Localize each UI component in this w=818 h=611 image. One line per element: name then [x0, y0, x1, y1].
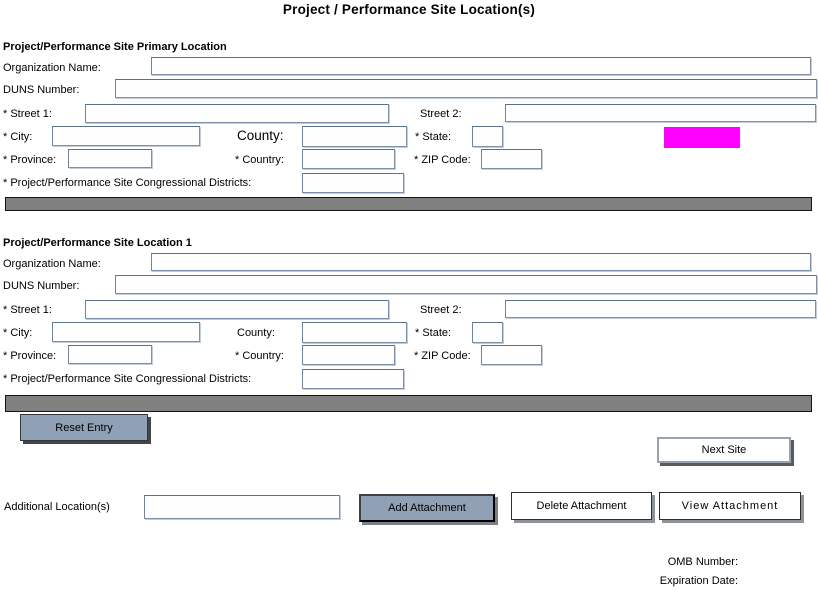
section-primary-location: Project/Performance Site Primary Locatio… — [0, 41, 818, 197]
site1-city-input[interactable] — [52, 322, 200, 342]
additional-locations-label: Additional Location(s) — [4, 501, 110, 513]
province-label: * Province: — [3, 350, 57, 362]
view-attachment-button[interactable]: View Attachment — [659, 492, 801, 520]
site1-duns-number-input[interactable] — [115, 275, 817, 294]
primary-county-input[interactable] — [302, 126, 407, 147]
site1-zip-code-input[interactable] — [481, 345, 542, 365]
primary-congressional-districts-input[interactable] — [302, 173, 404, 193]
site1-province-input[interactable] — [68, 345, 152, 364]
state-label: * State: — [415, 131, 452, 143]
primary-organization-name-input[interactable] — [151, 57, 811, 75]
next-site-button[interactable]: Next Site — [657, 437, 791, 463]
site1-congressional-districts-input[interactable] — [302, 369, 404, 389]
duns-number-label: DUNS Number: — [3, 84, 80, 96]
additional-locations-file-input[interactable] — [144, 495, 340, 519]
city-label: * City: — [3, 327, 33, 339]
primary-state-input[interactable] — [472, 126, 503, 147]
delete-attachment-button[interactable]: Delete Attachment — [511, 492, 652, 520]
country-label: * Country: — [235, 350, 284, 362]
country-label: * Country: — [235, 154, 284, 166]
site1-country-input[interactable] — [302, 345, 395, 365]
section-divider — [5, 395, 812, 412]
page-title: Project / Performance Site Location(s) — [282, 2, 536, 17]
primary-province-input[interactable] — [68, 149, 152, 168]
county-label: County: — [237, 327, 275, 339]
site1-state-input[interactable] — [472, 322, 503, 343]
site1-county-input[interactable] — [302, 322, 407, 343]
congressional-districts-label: * Project/Performance Site Congressional… — [3, 177, 252, 189]
site1-street1-input[interactable] — [85, 300, 389, 319]
province-label: * Province: — [3, 154, 57, 166]
primary-street2-input[interactable] — [505, 104, 816, 122]
reset-entry-button[interactable]: Reset Entry — [20, 414, 148, 441]
primary-zip-code-input[interactable] — [481, 149, 542, 169]
omb-number-label: OMB Number: — [667, 556, 738, 568]
congressional-districts-label: * Project/Performance Site Congressional… — [3, 373, 252, 385]
street2-label: Street 2: — [420, 304, 462, 316]
state-label: * State: — [415, 327, 452, 339]
primary-country-input[interactable] — [302, 149, 395, 169]
primary-street1-input[interactable] — [85, 104, 389, 123]
expiration-date-label: Expiration Date: — [659, 575, 738, 587]
section-header: Project/Performance Site Location 1 — [3, 237, 192, 249]
site1-street2-input[interactable] — [505, 300, 816, 318]
duns-number-label: DUNS Number: — [3, 280, 80, 292]
zip-code-label: * ZIP Code: — [414, 350, 471, 362]
section-location-1: Project/Performance Site Location 1 Orga… — [0, 237, 818, 393]
primary-duns-number-input[interactable] — [115, 79, 817, 98]
city-label: * City: — [3, 131, 33, 143]
primary-city-input[interactable] — [52, 126, 200, 146]
zip-code-label: * ZIP Code: — [414, 154, 471, 166]
section-divider — [5, 197, 812, 211]
section-header: Project/Performance Site Primary Locatio… — [3, 41, 227, 53]
magenta-highlight-box — [664, 127, 740, 148]
county-label: County: — [237, 128, 284, 143]
organization-name-label: Organization Name: — [3, 258, 101, 270]
organization-name-label: Organization Name: — [3, 62, 101, 74]
site1-organization-name-input[interactable] — [151, 253, 811, 271]
street1-label: * Street 1: — [3, 108, 52, 120]
street2-label: Street 2: — [420, 108, 462, 120]
street1-label: * Street 1: — [3, 304, 52, 316]
add-attachment-button[interactable]: Add Attachment — [359, 494, 495, 522]
